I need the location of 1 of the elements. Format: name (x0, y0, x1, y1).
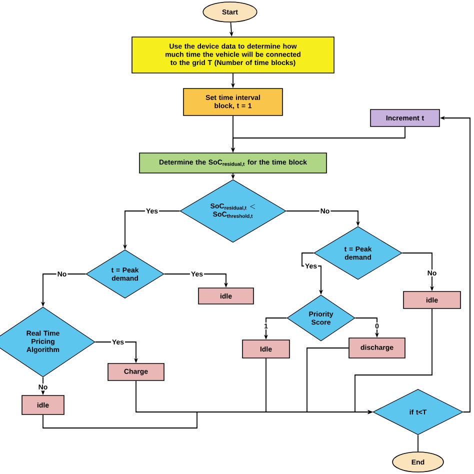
process-box: $\text{Determine the SoC}_{\text{residual,t}}\text{ for the time block}$ (139, 152, 327, 174)
